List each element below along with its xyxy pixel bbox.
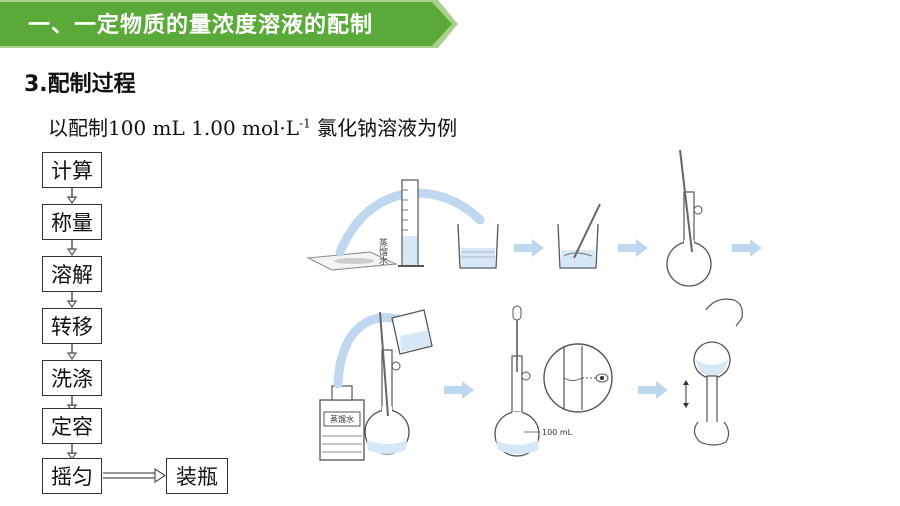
step-calculate: 计算 [42,152,102,188]
process-arrow-icon [638,381,668,399]
beaker-stirring [557,203,601,269]
volumetric-flask-transfer [364,309,433,455]
process-arrow-icon [618,239,648,257]
down-arrow-icon [66,344,78,360]
cylinder-label: 蒸馏水 [377,237,388,265]
down-arrow-icon [66,444,78,460]
down-arrow-icon [66,240,78,256]
banner-shape [0,0,458,48]
process-arrow-icon [444,381,474,399]
step-shake: 摇匀 [42,458,102,494]
step-transfer: 转移 [42,308,102,344]
page-title: 一、一定物质的量浓度溶液的配制 [28,13,374,38]
beaker [457,223,499,269]
pour-arc-arrow [333,313,405,389]
shaking-flask [683,298,743,446]
intro-suffix: 氯化钠溶液为例 [310,116,458,140]
weighing-paper [306,251,398,271]
step-wash: 洗涤 [42,360,102,396]
header-banner: 一、一定物质的量浓度溶液的配制 [0,0,458,48]
step-dissolve: 溶解 [42,256,102,292]
volumetric-flask [666,149,712,287]
flask-mark-label: 100 mL [542,428,573,437]
volumetric-flask-dropper [494,305,540,457]
intro-superscript: -1 [299,116,311,131]
step-bottle: 装瓶 [166,458,228,494]
right-arrow-icon [103,467,167,484]
procedure-illustration: 蒸馏水 蒸馏水 [306,149,762,461]
step-make-volume: 定容 [42,408,102,444]
graduated-cylinder [398,179,424,267]
section-heading: 3.配制过程 [24,72,136,97]
bottle-label: 蒸馏水 [330,414,354,424]
process-arrow-icon [732,239,762,257]
intro-prefix: 以配制100 mL 1.00 mol·L [48,116,300,140]
step-flowchart: 计算 称量 溶解 转移 洗涤 定容 摇匀 装瓶 [0,0,300,506]
process-arrow-icon [514,239,544,257]
down-arrow-icon [66,292,78,308]
intro-text: 以配制100 mL 1.00 mol·L-1 氯化钠溶液为例 [48,112,457,141]
meniscus-magnifier [543,343,613,413]
down-arrow-icon [66,188,78,204]
step-weigh: 称量 [42,204,102,240]
